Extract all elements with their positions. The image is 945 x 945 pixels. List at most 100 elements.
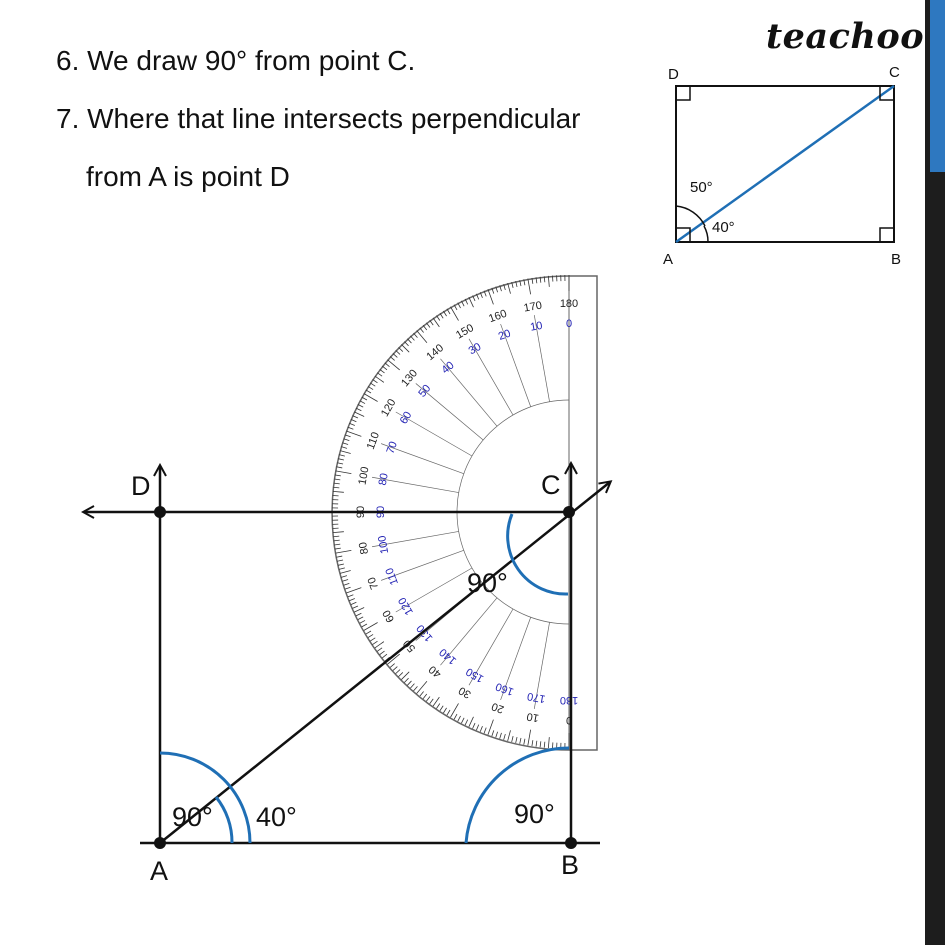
protractor-tick [527,278,532,295]
protractor-tick [370,637,376,642]
protractor-guide-line [500,323,532,407]
protractor-tick [387,653,400,665]
protractor-tick [407,680,412,686]
protractor-tick [461,717,465,724]
protractor-tick [450,703,459,718]
ref-label-b: B [891,251,901,268]
protractor-tick [429,320,434,326]
ref-angle-40: 40° [712,219,735,236]
protractor-tick [344,586,351,590]
ref-label-c: C [889,64,900,81]
protractor-guide-line [440,597,498,666]
protractor-tick [347,594,354,598]
protractor-tick [419,327,424,333]
protractor-tick [334,543,341,546]
protractor-inner-number: 20 [497,328,513,343]
angle-arc-50 [675,205,706,227]
protractor-tick [367,634,374,638]
teachoo-logo: teachoo [766,16,925,57]
protractor-outer-number: 180 [560,298,578,310]
protractor-tick [453,713,458,720]
protractor-tick [443,707,447,714]
protractor-guide-line [533,314,550,402]
protractor-tick [476,293,480,300]
protractor-tick [461,300,465,307]
protractor-tick [398,347,404,352]
point-dot-icon [154,837,166,849]
protractor-tick [349,422,355,426]
reference-figure: D C A B 50° 40° [663,64,901,268]
protractor-tick [487,719,494,735]
right-sidebar [925,0,945,945]
protractor-tick [519,280,522,287]
protractor-tick [350,419,357,423]
protractor-tick [352,415,359,419]
protractor-tick [439,705,444,711]
protractor-tick [426,696,431,702]
protractor-guide-line [395,411,473,457]
protractor-tick [457,715,461,722]
protractor-tick [539,276,542,283]
protractor-outer-number: 30 [457,684,474,701]
right-angle-marker-icon [879,86,894,101]
protractor-tick [413,332,418,338]
protractor-guide-line [380,549,464,581]
protractor-outer-number: 20 [490,700,506,715]
point-dot-icon [565,837,577,849]
protractor-tick [476,724,480,731]
right-angle-marker-icon [676,227,691,242]
protractor-guide-line [468,338,514,416]
protractor-tick [333,539,340,542]
protractor-guide-line [380,443,464,475]
protractor-tick [453,304,458,311]
protractor-tick [342,579,349,582]
protractor-tick [367,386,374,390]
point-dot-icon [154,506,166,518]
protractor-tick [372,379,378,384]
protractor-tick [341,575,348,578]
protractor-tick [343,583,350,586]
protractor-tick [363,622,378,631]
protractor-tick [410,335,415,341]
protractor-tick [381,365,388,371]
protractor-outer-scale: 1801701601501401301201101009080706050403… [355,298,578,726]
protractor-tick [401,344,410,353]
protractor-tick [404,341,409,347]
protractor-tick [395,350,401,355]
protractor-tick [419,691,424,697]
protractor-inner-scale: 0102030405060708090100110120130140150160… [375,318,578,706]
protractor-tick [337,559,344,562]
protractor-outer-number: 0 [566,714,572,726]
angle-arc-b-90 [464,746,570,844]
step-6-text: 6. We draw 90° from point C. [56,45,416,76]
protractor-tick [338,454,345,457]
angle-arc-40 [703,225,709,243]
protractor-tick [472,722,476,729]
protractor-tick [479,292,483,298]
protractor-tick [365,630,372,635]
protractor-tick [374,375,385,383]
protractor-tick [457,302,461,309]
protractor-tick [468,297,474,308]
protractor-tick [401,671,410,680]
label-c: C [541,470,561,500]
protractor-tick [387,359,400,371]
protractor-tick [343,438,350,441]
point-dot-icon [563,506,575,518]
protractor-tick [347,426,354,430]
protractor-tick [381,653,388,659]
protractor-tick [426,322,431,328]
protractor-outer-number: 100 [357,466,372,486]
right-angle-marker-icon [676,86,691,101]
ref-angle-50: 50° [690,179,713,196]
label-b: B [561,850,579,880]
protractor-tick [464,298,469,305]
protractor-tick [337,563,345,566]
protractor-tick [332,490,344,493]
protractor-tick [354,411,365,417]
ref-label-d: D [668,66,679,83]
protractor-tick [503,284,506,291]
protractor-guide-line [415,383,484,441]
protractor-tick [495,731,498,738]
